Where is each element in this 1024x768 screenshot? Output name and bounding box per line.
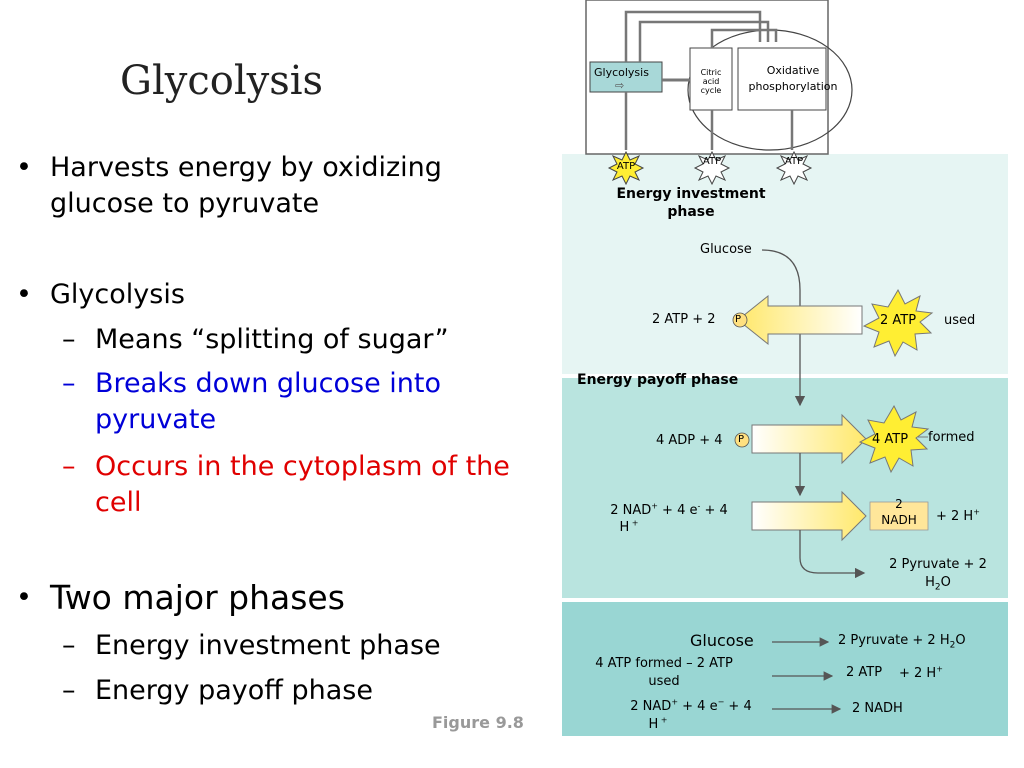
atp-input-label: 2 ATP + 2: [652, 312, 716, 327]
h-plus-label: + 2 H+: [936, 507, 980, 524]
payoff-panel: [562, 378, 1008, 598]
overview-glycolysis-label: Glycolysis: [594, 66, 649, 79]
atp-formed-label: formed: [928, 430, 975, 445]
nad-input-label: 2 NAD+ + 4 e- + 4 H +: [610, 501, 728, 535]
bullet-dot: •: [16, 582, 32, 613]
sub-bullet-2-2-text: Breaks down glucose into pyruvate: [95, 368, 442, 435]
net-h-plus-output: + 2 H+: [899, 664, 943, 681]
pyruvate-output-label: 2 Pyruvate + 2 H2O: [889, 557, 987, 593]
atp-formed-amount: 4 ATP: [872, 432, 909, 447]
atp-star-icon: [775, 150, 813, 186]
phosphate-label: P: [738, 434, 745, 445]
net-pyruvate-label: 2 Pyruvate + 2 H2O: [838, 633, 966, 651]
sub-bullet-dash: –: [62, 368, 76, 399]
bullet-dot: •: [16, 279, 32, 310]
net-panel: [562, 602, 1008, 736]
payoff-arrow-nadh: [751, 490, 867, 542]
sub-bullet-2-1-text: Means “splitting of sugar”: [95, 324, 449, 355]
sub-bullet-dash: –: [62, 324, 76, 355]
slide-title: Glycolysis: [120, 58, 324, 104]
payoff-arrow-atp: [751, 413, 867, 465]
investment-arrow: [737, 294, 863, 346]
atp-used-star-icon: [862, 288, 934, 358]
sub-bullet-2-3-text: Occurs in the cytoplasm of the cell: [95, 451, 510, 518]
sub-bullet-dash: –: [62, 451, 76, 482]
sub-bullet-3-2-text: Energy payoff phase: [95, 675, 373, 706]
glucose-label: Glucose: [700, 242, 752, 257]
overview-diagram: [585, 0, 853, 155]
sub-bullet-3-2: – Energy payoff phase: [0, 673, 530, 709]
net-atp-output: 2 ATP: [846, 665, 883, 680]
bullet-2-text: Glycolysis: [50, 279, 185, 310]
atp-used-amount: 2 ATP: [880, 313, 917, 328]
arrow-icon: ⇨: [615, 79, 625, 92]
bullet-2: • Glycolysis: [0, 277, 530, 313]
bullet-3-text: Two major phases: [50, 578, 345, 617]
atp-label: ATP: [784, 156, 804, 167]
adp-input-label: 4 ADP + 4: [656, 433, 723, 448]
bullet-1-text: Harvests energy by oxidizing glucose to …: [50, 152, 442, 219]
atp-used-label: used: [944, 313, 976, 328]
atp-star-icon: [693, 150, 731, 186]
bullet-1: • Harvests energy by oxidizing glucose t…: [0, 150, 530, 222]
investment-panel: [562, 154, 1008, 374]
nadh-box: [869, 501, 929, 531]
phosphate-label: P: [735, 314, 742, 325]
net-glucose-label: Glucose: [690, 631, 754, 650]
sub-bullet-2-1: – Means “splitting of sugar”: [0, 322, 530, 358]
atp-label: ATP: [702, 156, 722, 167]
atp-star-icon: [607, 150, 645, 186]
figure-label: Figure 9.8: [432, 713, 524, 732]
bullet-3: • Two major phases: [0, 578, 530, 618]
atp-formed-star-icon: [858, 404, 930, 474]
sub-bullet-2-3: – Occurs in the cytoplasm of the cell: [0, 449, 530, 521]
sub-bullet-dash: –: [62, 675, 76, 706]
bullet-dot: •: [16, 152, 32, 183]
payoff-phase-heading: Energy payoff phase: [577, 372, 739, 388]
sub-bullet-3-1-text: Energy investment phase: [95, 630, 441, 661]
net-nad-input-label: 2 NAD+ + 4 e− + 4 H +: [630, 697, 752, 732]
sub-bullet-2-2: – Breaks down glucose into pyruvate: [0, 366, 530, 438]
sub-bullet-3-1: – Energy investment phase: [0, 628, 530, 664]
sub-bullet-dash: –: [62, 630, 76, 661]
atp-label: ATP: [616, 161, 636, 172]
net-nadh-output: 2 NADH: [852, 701, 903, 716]
